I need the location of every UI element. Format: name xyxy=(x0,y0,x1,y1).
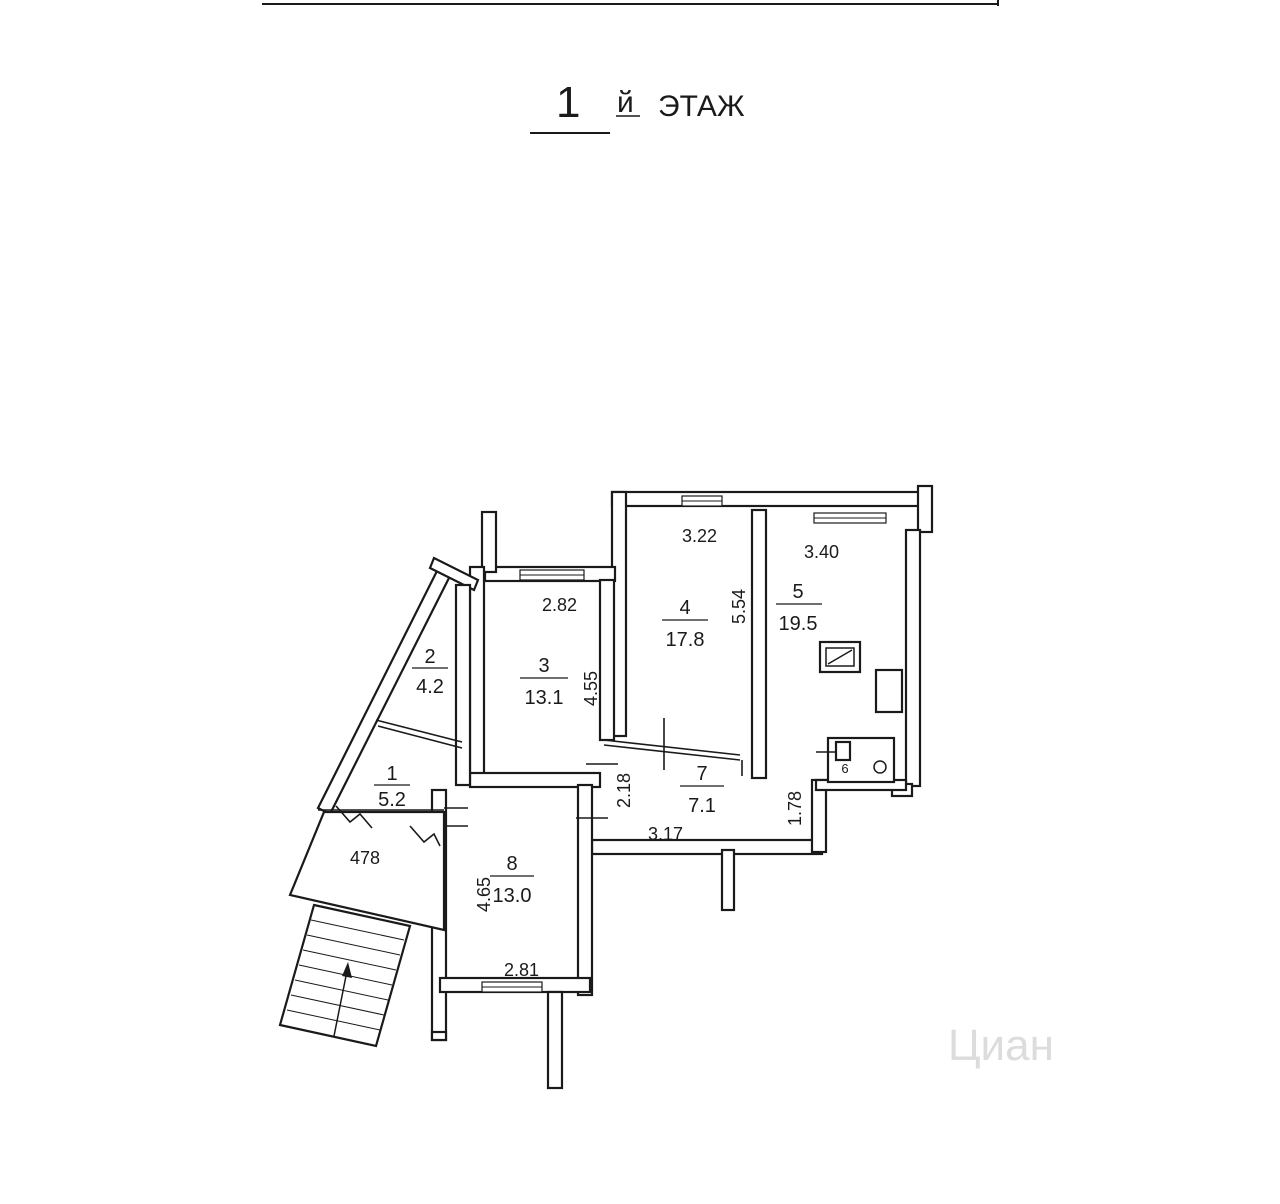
kitchen-fixtures xyxy=(818,640,904,714)
room-labels: 1 5.2 2 4.2 3 13.1 4 17.8 5 19.5 6 7 7.1… xyxy=(374,581,849,907)
room-8-number: 8 xyxy=(506,853,517,875)
watermark-logo: Циан xyxy=(948,1021,1054,1070)
sheet-top-border xyxy=(262,0,999,6)
room-4-area: 17.8 xyxy=(666,629,705,651)
room-1-area: 5.2 xyxy=(378,789,406,811)
dim-room8-depth: 4.65 xyxy=(474,877,494,912)
floor-suffix: й xyxy=(617,86,634,119)
dim-room7-side: 1.78 xyxy=(785,791,805,826)
dim-room4-depth: 5.54 xyxy=(729,589,749,624)
room-4-number: 4 xyxy=(679,597,690,619)
room-2-area: 4.2 xyxy=(416,676,444,698)
dim-room7-depth: 2.18 xyxy=(614,773,634,808)
door-marks xyxy=(444,718,836,827)
dim-room8-width: 2.81 xyxy=(504,960,539,980)
room-7-area: 7.1 xyxy=(688,795,716,817)
room-3-number: 3 xyxy=(538,655,549,677)
dim-porch-width: 478 xyxy=(350,848,380,868)
room-6-number: 6 xyxy=(841,761,848,776)
room-2-number: 2 xyxy=(424,646,435,668)
dim-room4-width: 3.22 xyxy=(682,526,717,546)
dim-room3-depth: 4.55 xyxy=(581,671,601,706)
stair-treads xyxy=(286,919,405,1037)
room-7-number: 7 xyxy=(696,763,707,785)
floor-number: 1 xyxy=(556,78,580,127)
room-5-area: 19.5 xyxy=(779,613,818,635)
room-5-number: 5 xyxy=(792,581,803,603)
floor-word: ЭТАЖ xyxy=(658,90,745,123)
floor-title: 1 й ЭТАЖ xyxy=(530,78,745,134)
dimension-labels: 2.82 4.55 3.22 5.54 3.40 2.18 3.17 1.78 … xyxy=(350,526,839,980)
room-1-number: 1 xyxy=(386,763,397,785)
dim-room3-width: 2.82 xyxy=(542,595,577,615)
porch-doors xyxy=(335,805,441,847)
dim-room5-width: 3.40 xyxy=(804,542,839,562)
dim-room7-width: 3.17 xyxy=(648,824,683,844)
windows xyxy=(481,495,887,993)
room-3-area: 13.1 xyxy=(525,687,564,709)
room-8-area: 13.0 xyxy=(493,885,532,907)
